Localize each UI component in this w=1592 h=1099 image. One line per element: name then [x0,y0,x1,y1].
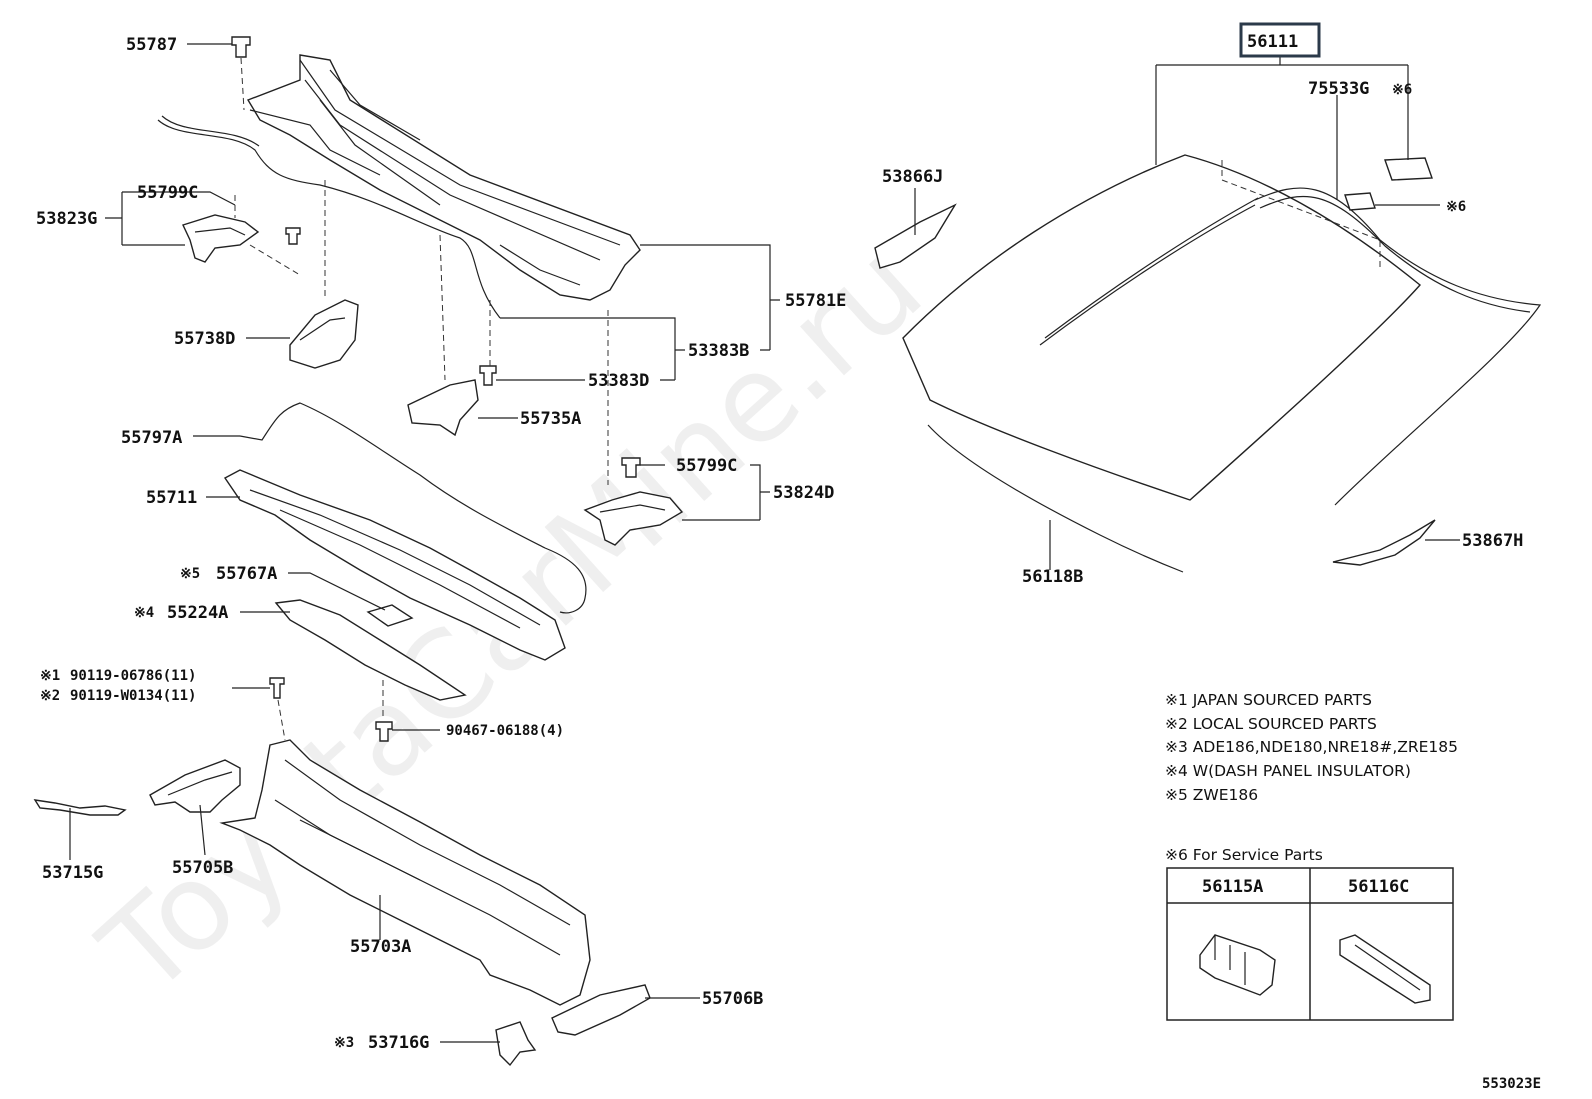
service-parts-table: ※6 For Service Parts 56115A 56116C [1165,846,1454,1021]
service-part-top [1384,157,1433,181]
pad-55767a [366,604,414,627]
label-55787: 55787 [126,35,177,55]
service-col-56116c: 56116C [1348,877,1409,897]
label-clip-mark: ※6 [1446,199,1466,215]
cover-55738d [289,180,359,369]
bracket-53823g [182,195,301,276]
dash-panel-55703a [219,739,591,1006]
bolt-90119 [269,677,285,699]
trim-53867h [1332,519,1436,566]
label-56111: 56111 [1247,32,1298,52]
cowl-top-panel [246,54,641,301]
label-55781e: 55781E [785,291,846,311]
label-90119-1: 90119-06786(11) [70,668,196,684]
label-55224a-mark: ※4 [134,605,154,621]
label-53866j: 53866J [882,167,943,187]
right-labels: 75533G ※6 ※6 53866J 56118B 53867H [882,79,1523,587]
label-55706b: 55706B [702,989,763,1009]
insulator-55224a [274,599,467,720]
windshield-glass [902,154,1422,501]
label-55735a: 55735A [520,409,581,429]
note-4: ※4 W(DASH PANEL INSULATOR) [1165,762,1411,780]
part-56116c-drawing [1339,934,1431,1004]
service-part-mid [1344,192,1376,211]
label-55799c-top: 55799C [137,183,198,203]
label-53823g: 53823G [36,209,97,229]
strip-56118b [927,424,1184,573]
bracket-55735a [407,234,479,437]
label-55767a: 55767A [216,564,277,584]
label-55711: 55711 [146,488,197,508]
clip-53383d [479,365,497,386]
clip-90467 [375,721,393,742]
clip-55799c-bottom [621,457,641,478]
label-53715g: 53715G [42,863,103,883]
label-53716g: 53716G [368,1033,429,1053]
service-col-56115a: 56115A [1202,877,1263,897]
molding-75533g [1254,187,1542,506]
bracket-55705b [149,759,241,813]
left-labels: 55787 55799C 53823G 55738D 55781E 53383B… [36,35,846,1053]
label-56118b: 56118B [1022,567,1083,587]
notes-list: ※1 JAPAN SOURCED PARTS ※2 LOCAL SOURCED … [1165,691,1458,804]
label-75533g: 75533G [1308,79,1369,99]
label-55703a: 55703A [350,937,411,957]
cowl-seal-tube [157,119,501,319]
label-55799c-bottom: 55799C [676,456,737,476]
note-3: ※3 ADE186,NDE180,NRE18#,ZRE185 [1165,738,1458,756]
label-53824d: 53824D [773,483,834,503]
note-1: ※1 JAPAN SOURCED PARTS [1165,691,1372,709]
clip-55787 [231,36,251,111]
label-90119-1-mark: ※1 [40,668,60,684]
cowl-panel-55711 [223,469,566,661]
main-part-box: 56111 [1239,22,1321,58]
seal-55797a [239,402,587,614]
label-53383b: 53383B [688,341,749,361]
bracket-53824d [583,491,684,546]
note-5: ※5 ZWE186 [1165,786,1258,804]
bracket-53715g [33,799,127,816]
label-53383d: 53383D [588,371,649,391]
diagram-code: 553023E [1482,1076,1541,1092]
label-55224a: 55224A [167,603,228,623]
label-53716g-mark: ※3 [334,1035,354,1051]
left-leaders [69,43,780,1043]
label-75533g-mark: ※6 [1392,82,1412,98]
label-55738d: 55738D [174,329,235,349]
label-90119-2-mark: ※2 [40,688,60,704]
bracket-55706b [551,984,651,1036]
right-leaders [914,55,1460,570]
label-90119-2: 90119-W0134(11) [70,688,196,704]
label-53867h: 53867H [1462,531,1523,551]
label-90467: 90467-06188(4) [446,723,564,739]
label-55797a: 55797A [121,428,182,448]
trim-53866j [874,203,957,269]
label-55705b: 55705B [172,858,233,878]
label-55767a-mark: ※5 [180,566,200,582]
bracket-53716g [495,1021,537,1067]
clip-55799c-top [285,227,301,245]
service-parts-title: ※6 For Service Parts [1165,846,1323,864]
part-56115a-drawing [1199,934,1276,996]
note-2: ※2 LOCAL SOURCED PARTS [1165,715,1377,733]
